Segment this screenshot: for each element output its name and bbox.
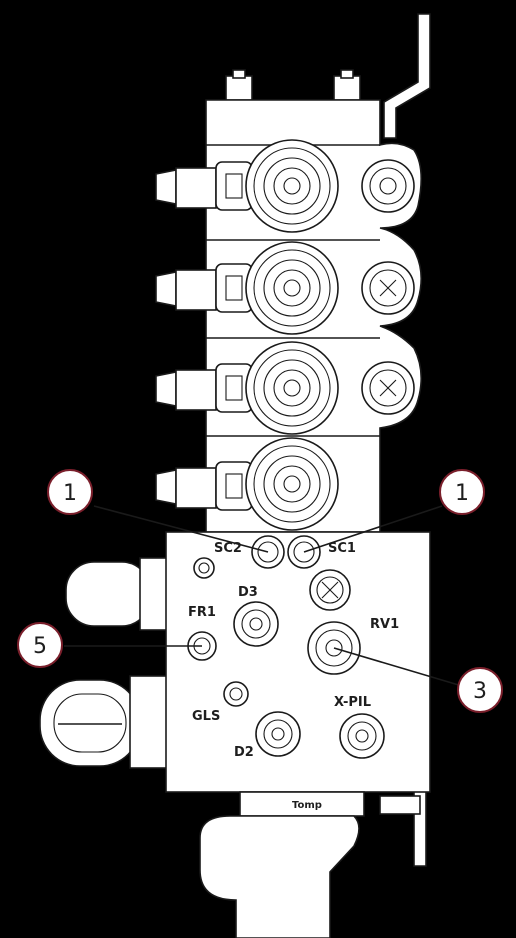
port-small-top-left [193,557,215,579]
leader-lines [64,505,463,687]
port-d2 [255,711,301,757]
port-d3 [233,601,279,647]
callout-rv1: 3 [457,667,503,713]
section-3 [155,341,415,435]
label-sc2: SC2 [214,541,242,556]
brand-text: Tomp [292,800,322,811]
label-d3: D3 [238,585,258,600]
port-x-pil [339,713,385,759]
label-fr1: FR1 [188,605,216,620]
section-1 [155,139,415,233]
callout-sc1: 1 [439,469,485,515]
bottom-elbow-fitting [199,791,421,938]
callout-number-rv1: 3 [473,679,487,704]
label-gls: GLS [192,709,220,724]
label-rv1: RV1 [370,617,399,632]
top-bolts [225,69,361,101]
callout-fr1: 5 [17,622,63,668]
callout-number-sc2: 1 [63,481,77,506]
left-inlet-fittings [39,557,171,769]
port-gls [223,681,249,707]
callout-number-fr1: 5 [33,634,47,659]
port-check-valve [309,569,351,611]
callout-number-sc1: 1 [455,481,469,506]
label-x-pil: X-PIL [334,695,371,710]
callout-sc2: 1 [47,469,93,515]
section-4 [155,437,339,531]
section-2 [155,241,415,335]
label-sc1: SC1 [328,541,356,556]
label-d2: D2 [234,745,254,760]
